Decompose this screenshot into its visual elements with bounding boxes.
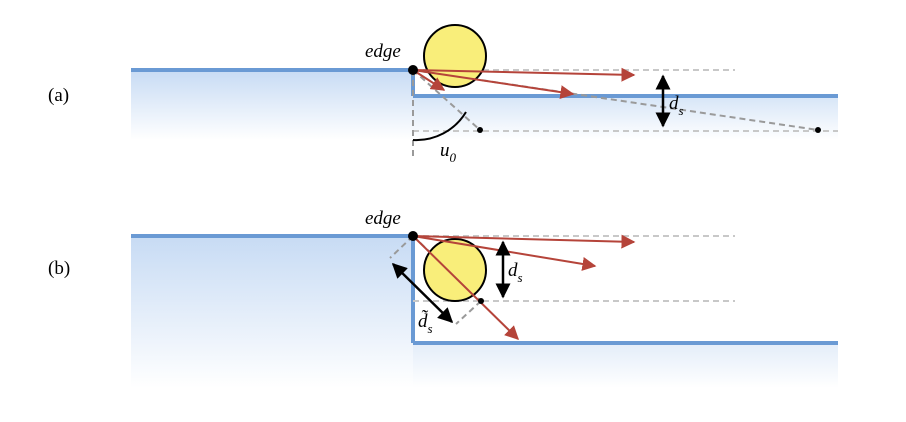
angle-arc [412, 111, 467, 142]
shadow-point-near [477, 127, 483, 133]
projected-distance-arrow [391, 262, 454, 324]
ray-steep [412, 235, 519, 340]
panel-b-label: (b) [48, 258, 71, 279]
ray-horizontal [412, 234, 636, 249]
panel-a: edge ds u0 [131, 24, 838, 165]
distance-label: d [508, 260, 518, 281]
panel-b: edge ds d̃s [131, 208, 838, 388]
angle-label: u [440, 140, 450, 161]
distance-label-group: ds [669, 93, 684, 118]
projected-distance-label-group: d̃s [418, 310, 433, 336]
panel-a-label: (a) [48, 85, 70, 106]
lower-surface-fill [413, 96, 838, 140]
perpendicular-guide-top [389, 235, 414, 259]
distance-subscript: s [518, 270, 523, 285]
distance-label: d [669, 93, 679, 114]
distance-subscript: s [679, 103, 684, 118]
diagonal-guide-long [412, 69, 819, 131]
projected-distance-subscript: s [428, 321, 433, 336]
upper-surface-fill [131, 236, 413, 388]
distance-label-group: ds [508, 260, 523, 285]
projected-distance-label: d̃ [418, 310, 429, 332]
edge-point [408, 65, 418, 75]
diagonal-guide-short [412, 69, 481, 131]
ray-grazing [412, 69, 575, 100]
lower-surface-fill [413, 343, 838, 388]
sun-disk [423, 24, 487, 88]
ray-steep [412, 69, 446, 91]
angle-label-group: u0 [440, 140, 457, 165]
ray-horizontal [412, 67, 636, 82]
upper-surface-fill [131, 70, 413, 140]
perpendicular-guide-bottom [455, 300, 482, 325]
angle-subscript: 0 [450, 150, 457, 165]
shadow-point-far [815, 127, 821, 133]
shadow-point [478, 298, 484, 304]
sun-disk [423, 238, 487, 302]
edge-label: edge [365, 41, 401, 62]
edge-point [408, 231, 418, 241]
edge-label: edge [365, 208, 401, 229]
